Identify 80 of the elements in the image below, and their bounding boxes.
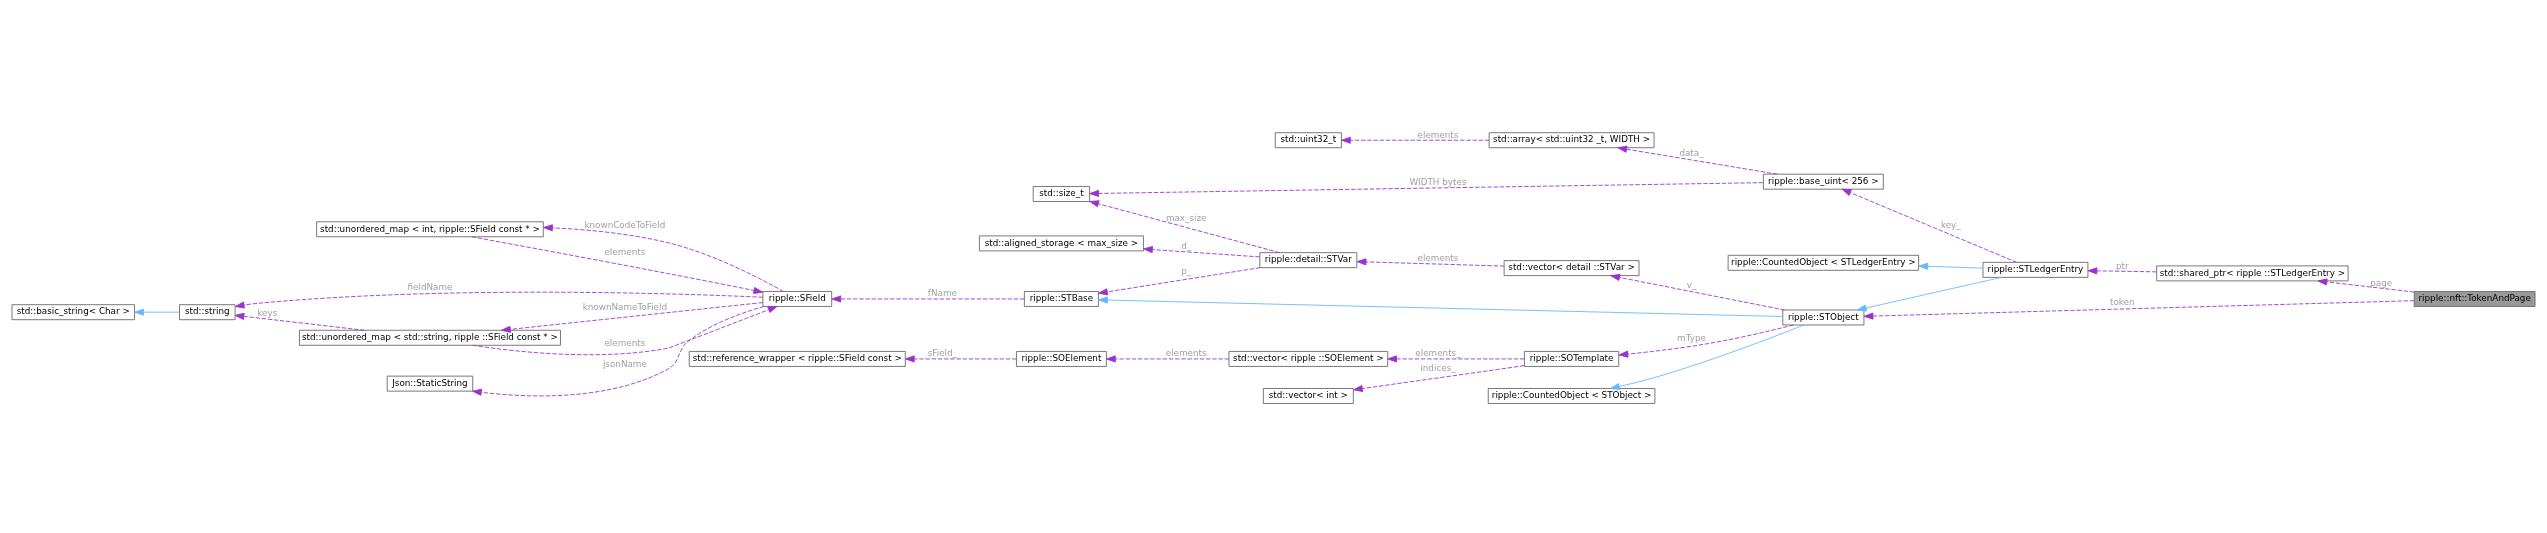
arrow (1863, 299, 2415, 320)
edge-label: elements_ (1415, 347, 1461, 358)
edge-label: p_ (1181, 265, 1192, 276)
edge-label: elements (604, 337, 646, 348)
node-box: std::vector< ripple ::SOElement > (1228, 350, 1389, 367)
arrow (2087, 266, 2157, 274)
edge-label: WIDTH bytes (1409, 176, 1467, 187)
node-box: ripple::SField (762, 290, 833, 307)
arrow (2317, 277, 2415, 292)
arrow (1089, 181, 1764, 197)
node-box: std::string (179, 303, 236, 320)
arrow (501, 301, 764, 333)
node-box: ripple::SOTemplate (1523, 350, 1620, 367)
arrow (1089, 199, 1280, 253)
edge-label: mType (1677, 332, 1706, 343)
arrow (1841, 188, 2018, 263)
arrow (234, 312, 365, 331)
node-box: std::reference_wrapper < ripple::SField const > (688, 350, 906, 367)
edge-label: knownNameToField (582, 301, 668, 312)
arrow (831, 294, 1025, 302)
arrow (1610, 273, 1785, 310)
edge-label: fName (927, 287, 957, 298)
node-box: std::array< std::uint32 _t, WIDTH > (1488, 131, 1655, 148)
edge-label: jsonName (602, 358, 647, 369)
arrow (1618, 324, 1794, 358)
edge-label: knownCodeToField (584, 219, 666, 230)
edge-label: elements (1417, 129, 1459, 140)
node-box: std::shared_ptr< ripple ::STLedgerEntry > (2156, 264, 2349, 281)
arrow (1610, 324, 1805, 390)
node-box: ripple::CountedObject < STLedgerEntry > (1727, 254, 1920, 271)
node-box: ripple::base_uint< 256 > (1762, 173, 1884, 190)
node-box: ripple::STObject (1782, 309, 1865, 325)
edge-label: sField_ (927, 347, 957, 358)
edge-label: indices_ (1420, 362, 1456, 373)
node-box: std::uint32_t (1274, 131, 1342, 148)
edge-label: fieldName (407, 281, 453, 292)
arrow (1106, 354, 1230, 362)
edge-label: data_ (1679, 147, 1704, 158)
arrow (543, 223, 784, 292)
arrow (472, 305, 778, 355)
edge-label: elements (1417, 252, 1459, 263)
arrow (472, 305, 765, 396)
arrow (471, 235, 764, 294)
node-box: ripple::SOElement (1016, 350, 1107, 367)
node-box: ripple::STLedgerEntry (1982, 261, 2089, 278)
edge-label: page (2370, 277, 2393, 288)
node-box: std::basic_string< Char > (11, 303, 135, 320)
arrow (1341, 136, 1490, 144)
edge-label: ptr (2115, 260, 2129, 271)
edge-label: d_ (1181, 240, 1192, 251)
node-box: ripple::CountedObject < STObject > (1487, 387, 1656, 404)
arrow (905, 354, 1017, 362)
arrow (1098, 266, 1261, 295)
arrow (234, 291, 764, 308)
arrow (1143, 245, 1261, 257)
node-box: std::vector< detail ::STVar > (1503, 259, 1640, 276)
node-box: std::unordered_map < int, ripple::SField const * > (316, 220, 544, 237)
node-box: ripple::detail::STVar (1259, 251, 1358, 268)
edge-label: elements (604, 246, 646, 257)
edge-label: v_ (1686, 279, 1697, 289)
node-box: std::vector< int > (1262, 387, 1354, 404)
arrow (1353, 364, 1525, 392)
node-box: ripple::nft::TokenAndPage (2413, 290, 2536, 307)
edge-label: token (2110, 296, 2135, 307)
arrow (1387, 354, 1525, 362)
arrow (1617, 145, 1778, 175)
node-box: std::size_t (1032, 185, 1091, 202)
node-box: std::aligned_storage < max_size > (978, 234, 1144, 251)
edge-label: max_size (1165, 212, 1207, 223)
edge-label: key_ (1940, 219, 1961, 230)
arrow (1918, 262, 1984, 270)
arrow (1098, 296, 1784, 317)
node-box: ripple::STBase (1023, 290, 1099, 307)
arrow (1856, 276, 2002, 311)
edge-label: keys (257, 307, 278, 318)
node-box: std::unordered_map < std::string, ripple ::SField const * > (299, 329, 561, 346)
node-box: Json::StaticString (386, 375, 474, 392)
arrow (1356, 257, 1505, 266)
arrow (134, 308, 180, 316)
edge-label: elements (1165, 347, 1207, 358)
